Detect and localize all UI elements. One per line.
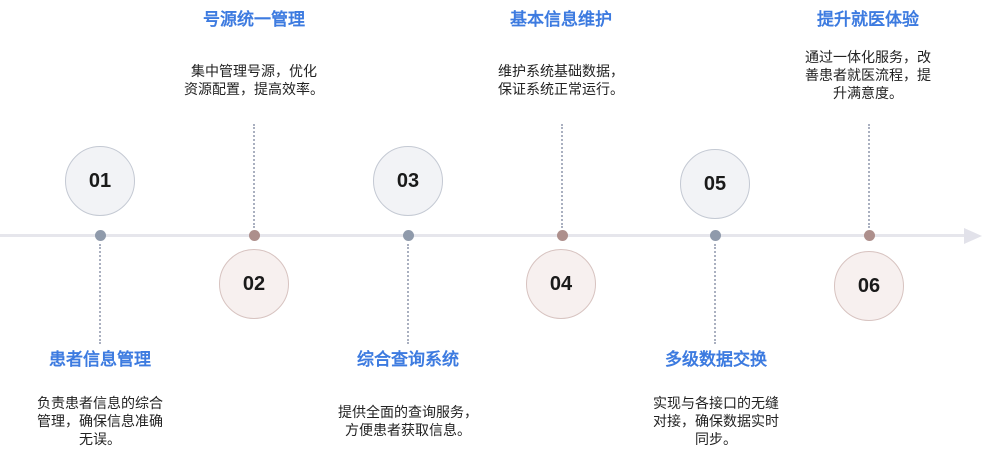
description-line: 善患者就医流程，提	[805, 68, 931, 84]
step-number: 01	[88, 169, 112, 192]
description-line: 方便患者获取信息。	[345, 423, 471, 439]
step-number-circle-05: 05	[680, 149, 750, 219]
step-number: 05	[703, 172, 727, 195]
step-number: 04	[549, 272, 573, 295]
step-title-06: 提升就医体验	[817, 10, 919, 30]
step-title-02: 号源统一管理	[203, 10, 305, 30]
description-line: 负责患者信息的综合	[37, 396, 163, 412]
step-description-02: 集中管理号源，优化 资源配置，提高效率。	[154, 63, 354, 99]
step-number-circle-06: 06	[834, 251, 904, 321]
timeline-node-03	[403, 230, 414, 241]
step-title-03: 综合查询系统	[357, 350, 459, 370]
description-line: 保证系统正常运行。	[498, 82, 624, 98]
step-title-04: 基本信息维护	[510, 10, 612, 30]
timeline-node-05	[710, 230, 721, 241]
description-line: 资源配置，提高效率。	[184, 82, 324, 98]
step-number-circle-04: 04	[526, 249, 596, 319]
description-line: 提供全面的查询服务，	[338, 405, 478, 421]
step-number: 03	[396, 169, 420, 192]
description-line: 实现与各接口的无缝	[653, 396, 779, 412]
timeline-node-01	[95, 230, 106, 241]
step-number: 02	[242, 272, 266, 295]
step-number: 06	[857, 274, 881, 297]
step-description-04: 维护系统基础数据， 保证系统正常运行。	[461, 63, 661, 99]
step-title-01: 患者信息管理	[49, 350, 151, 370]
step-number-circle-03: 03	[373, 146, 443, 216]
step-description-01: 负责患者信息的综合 管理，确保信息准确 无误。	[0, 395, 200, 449]
timeline-arrow-icon	[964, 228, 982, 244]
description-line: 同步。	[695, 432, 737, 448]
connector-line-05	[714, 244, 716, 344]
description-line: 集中管理号源，优化	[191, 64, 317, 80]
connector-line-01	[99, 244, 101, 344]
timeline-node-04	[557, 230, 568, 241]
step-description-03: 提供全面的查询服务， 方便患者获取信息。	[308, 404, 508, 440]
timeline-node-02	[249, 230, 260, 241]
step-description-06: 通过一体化服务，改 善患者就医流程，提 升满意度。	[768, 49, 968, 103]
step-number-circle-02: 02	[219, 249, 289, 319]
connector-line-03	[407, 244, 409, 344]
timeline-axis	[0, 234, 972, 237]
step-number-circle-01: 01	[65, 146, 135, 216]
connector-line-04	[561, 124, 563, 228]
connector-line-02	[253, 124, 255, 228]
description-line: 通过一体化服务，改	[805, 50, 931, 66]
description-line: 对接，确保数据实时	[653, 414, 779, 430]
timeline-node-06	[864, 230, 875, 241]
description-line: 维护系统基础数据，	[498, 64, 624, 80]
step-description-05: 实现与各接口的无缝 对接，确保数据实时 同步。	[616, 395, 816, 449]
description-line: 管理，确保信息准确	[37, 414, 163, 430]
connector-line-06	[868, 124, 870, 228]
step-title-05: 多级数据交换	[665, 350, 767, 370]
description-line: 升满意度。	[833, 86, 903, 102]
description-line: 无误。	[79, 432, 121, 448]
